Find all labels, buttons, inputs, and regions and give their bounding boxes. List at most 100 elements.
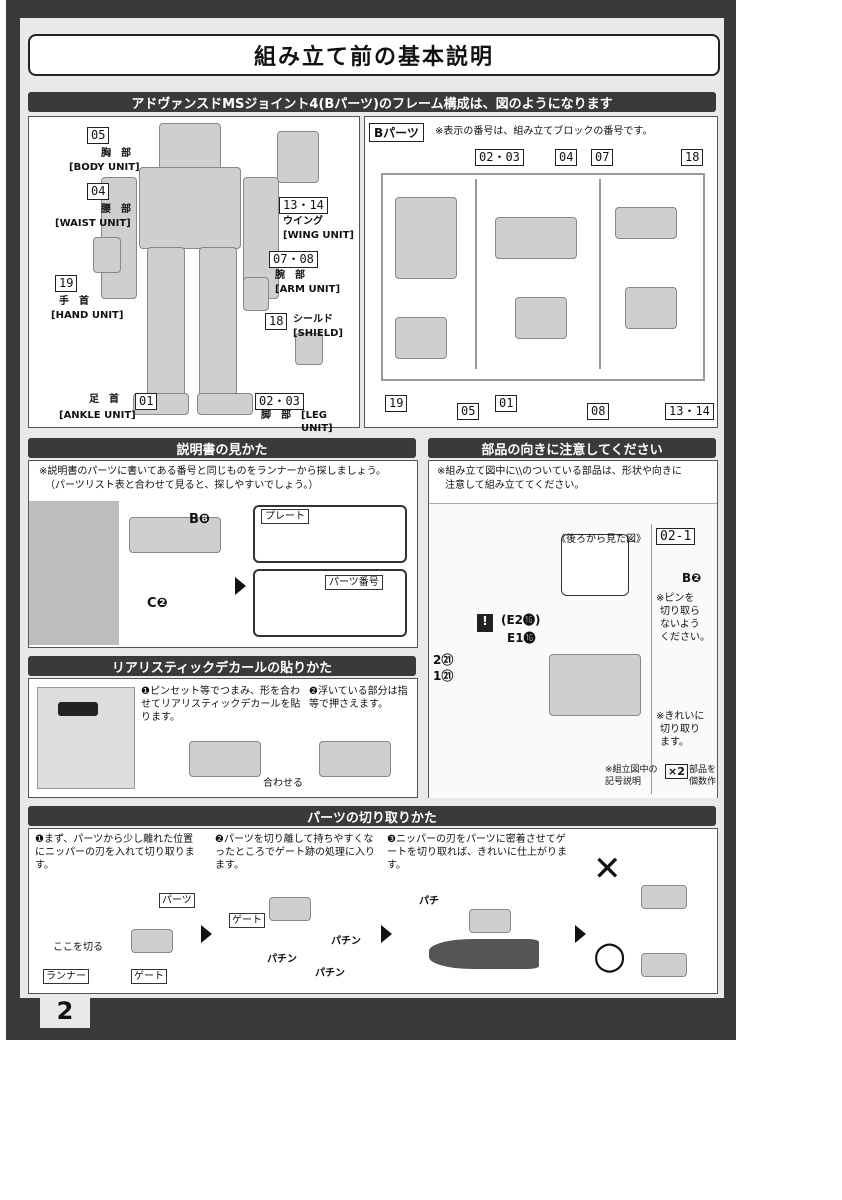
cut-figure-3: パチ bbox=[399, 889, 569, 985]
manual-note-1: ※説明書のパーツに書いてある番号と同じものをランナーから探しましょう。 bbox=[39, 465, 386, 478]
part-en-waist: [WAIST UNIT] bbox=[55, 217, 131, 230]
cutting-header: パーツの切り取りかた bbox=[28, 806, 716, 826]
part-en-leg: [LEG UNIT] bbox=[301, 409, 359, 435]
orient-side-6: 切り取り bbox=[660, 723, 700, 736]
back-view-label: 《後ろから見た図》 bbox=[556, 533, 646, 546]
part-num-shield: 18 bbox=[265, 313, 287, 330]
wing-part bbox=[277, 131, 319, 183]
cut-sfx-1: パチン bbox=[331, 935, 361, 948]
runner-parts-ankles bbox=[515, 297, 567, 339]
decal-sheet bbox=[37, 687, 135, 789]
robot-right-foot bbox=[197, 393, 253, 415]
orient-side-b: B❷ bbox=[682, 572, 701, 585]
cut-arrow-3 bbox=[575, 925, 586, 943]
part-en-body: [BODY UNIT] bbox=[69, 161, 140, 174]
manual-runner-c: C❷ bbox=[147, 597, 168, 610]
decal-header: リアリスティックデカールの貼りかた bbox=[28, 656, 416, 676]
cut-arrow-1 bbox=[201, 925, 212, 943]
orient-side-1: ※ピンを bbox=[656, 592, 694, 605]
decal-step-1: ❶ピンセット等でつまみ、形を合わせてリアリスティックデカールを貼ります。 bbox=[141, 685, 301, 724]
manual-header: 説明書の見かた bbox=[28, 438, 416, 458]
runner-parts-arms bbox=[615, 207, 677, 239]
part-en-ankle: [ANKLE UNIT] bbox=[59, 409, 136, 422]
robot-left-leg bbox=[147, 247, 185, 399]
manual-plate-label: プレート bbox=[261, 509, 309, 524]
cut-sfx-4: パチ bbox=[419, 895, 439, 908]
orient-footer-x2: ×2 bbox=[665, 764, 688, 779]
part-jp-ankle: 足 首 bbox=[89, 393, 119, 406]
cut-arrow-2 bbox=[381, 925, 392, 943]
decal-step-2: ❷浮いている部分は指等で押さえます。 bbox=[309, 685, 413, 711]
runner-parts-legs bbox=[395, 197, 457, 279]
cut-label-gate-2: ゲート bbox=[229, 913, 265, 928]
result-part-ng bbox=[641, 885, 687, 909]
part-num-leg: 02・03 bbox=[255, 393, 304, 410]
manual-note-2: （パーツリスト表と合わせて見ると、探しやすいでしょう。） bbox=[45, 479, 318, 492]
b-num-18: 18 bbox=[681, 149, 703, 166]
b-parts-note: ※表示の番号は、組み立てブロックの番号です。 bbox=[435, 125, 652, 138]
part-jp-leg: 脚 部 bbox=[261, 409, 291, 422]
orient-side-5: ※きれいに bbox=[656, 710, 704, 723]
runner-parts-body bbox=[495, 217, 577, 259]
part-num-arm: 07・08 bbox=[269, 251, 318, 268]
hand-part bbox=[93, 237, 121, 273]
cut-figure-2: ゲート パチン パチン パチン bbox=[219, 889, 379, 985]
part-jp-waist: 腰 部 bbox=[101, 203, 131, 216]
part-num-body: 05 bbox=[87, 127, 109, 144]
robot-head bbox=[159, 123, 221, 171]
robot-body bbox=[139, 167, 241, 249]
back-view-box: 《後ろから見た図》 bbox=[561, 534, 629, 596]
manual-zoom-partno: パーツ番号 bbox=[253, 569, 407, 637]
runner-parts-hands bbox=[395, 317, 447, 359]
orientation-header: 部品の向きに注意してください bbox=[428, 438, 716, 458]
orient-side-7: ます。 bbox=[660, 736, 689, 749]
page-inner: 組み立て前の基本説明 アドヴァンスドMSジョイント4(Bパーツ)のフレーム構成は… bbox=[20, 18, 724, 998]
part-en-arm: [ARM UNIT] bbox=[275, 283, 340, 296]
cut-part-2 bbox=[269, 897, 311, 921]
page-number: 2 bbox=[40, 994, 90, 1028]
b-num-19: 19 bbox=[385, 395, 407, 412]
decal-mark bbox=[58, 702, 98, 716]
manual-partno-label: パーツ番号 bbox=[325, 575, 383, 590]
manual-panel: ※説明書のパーツに書いてある番号と同じものをランナーから探しましょう。 （パーツ… bbox=[28, 460, 418, 648]
cut-label-runner: ランナー bbox=[43, 969, 89, 984]
part-en-wing: [WING UNIT] bbox=[283, 229, 354, 242]
manual-arrow bbox=[235, 577, 246, 595]
part-num-ankle: 01 bbox=[135, 393, 157, 410]
orient-side-4: ください。 bbox=[660, 631, 710, 644]
runner-divider-1 bbox=[475, 179, 477, 369]
cutting-panel: ❶まず、パーツから少し離れた位置にニッパーの刃を入れて切り取ります。 ❷パーツを… bbox=[28, 828, 718, 994]
cut-label-cut-here: ここを切る bbox=[53, 941, 103, 954]
runner-divider-2 bbox=[599, 179, 601, 369]
orient-step: 02-1 bbox=[656, 528, 695, 545]
runner-parts-wings bbox=[625, 287, 677, 329]
nipper-icon bbox=[429, 939, 539, 969]
orientation-figure: 《後ろから見た図》 ! (E2⓰) E1⓰ 2㉑ 1㉑ 02-1 B❷ ※ピンを… bbox=[429, 503, 717, 798]
ng-mark: ✕ bbox=[593, 849, 622, 889]
cut-sfx-3: パチン bbox=[315, 967, 345, 980]
orient-side-column: 02-1 B❷ ※ピンを 切り取ら ないよう ください。 ※きれいに 切り取り … bbox=[651, 524, 716, 794]
part-jp-shield: シールド bbox=[293, 313, 333, 326]
page-title: 組み立て前の基本説明 bbox=[28, 34, 720, 76]
ok-mark: ○ bbox=[593, 933, 626, 977]
frame-header: アドヴァンスドMSジョイント4(Bパーツ)のフレーム構成は、図のようになります bbox=[28, 92, 716, 112]
b-num-08: 08 bbox=[587, 403, 609, 420]
arm-part bbox=[243, 277, 269, 311]
result-part-ok bbox=[641, 953, 687, 977]
orientation-panel: ※組み立て図中に\\のついている部品は、形状や向きに 注意して組み立ててください… bbox=[428, 460, 718, 798]
b-num-04: 04 bbox=[555, 149, 577, 166]
part-en-hand: [HAND UNIT] bbox=[51, 309, 123, 322]
orient-e1: E1⓰ bbox=[507, 632, 536, 645]
part-num-hand: 19 bbox=[55, 275, 77, 292]
manual-zoom-plate: プレート bbox=[253, 505, 407, 563]
cut-sfx-2: パチン bbox=[267, 953, 297, 966]
cut-part-3 bbox=[469, 909, 511, 933]
part-en-shield: [SHIELD] bbox=[293, 327, 343, 340]
orient-left-2: 1㉑ bbox=[433, 670, 453, 683]
b-num-01: 01 bbox=[495, 395, 517, 412]
part-num-wing: 13・14 bbox=[279, 197, 328, 214]
orientation-note-2: 注意して組み立ててください。 bbox=[445, 479, 584, 492]
orientation-note-1: ※組み立て図中に\\のついている部品は、形状や向きに bbox=[437, 465, 682, 478]
cut-step-3: ❸ニッパーの刃をパーツに密着させてゲートを切り取れば、きれいに仕上がります。 bbox=[387, 833, 567, 872]
manual-page: 組み立て前の基本説明 アドヴァンスドMSジョイント4(Bパーツ)のフレーム構成は… bbox=[6, 0, 736, 1040]
